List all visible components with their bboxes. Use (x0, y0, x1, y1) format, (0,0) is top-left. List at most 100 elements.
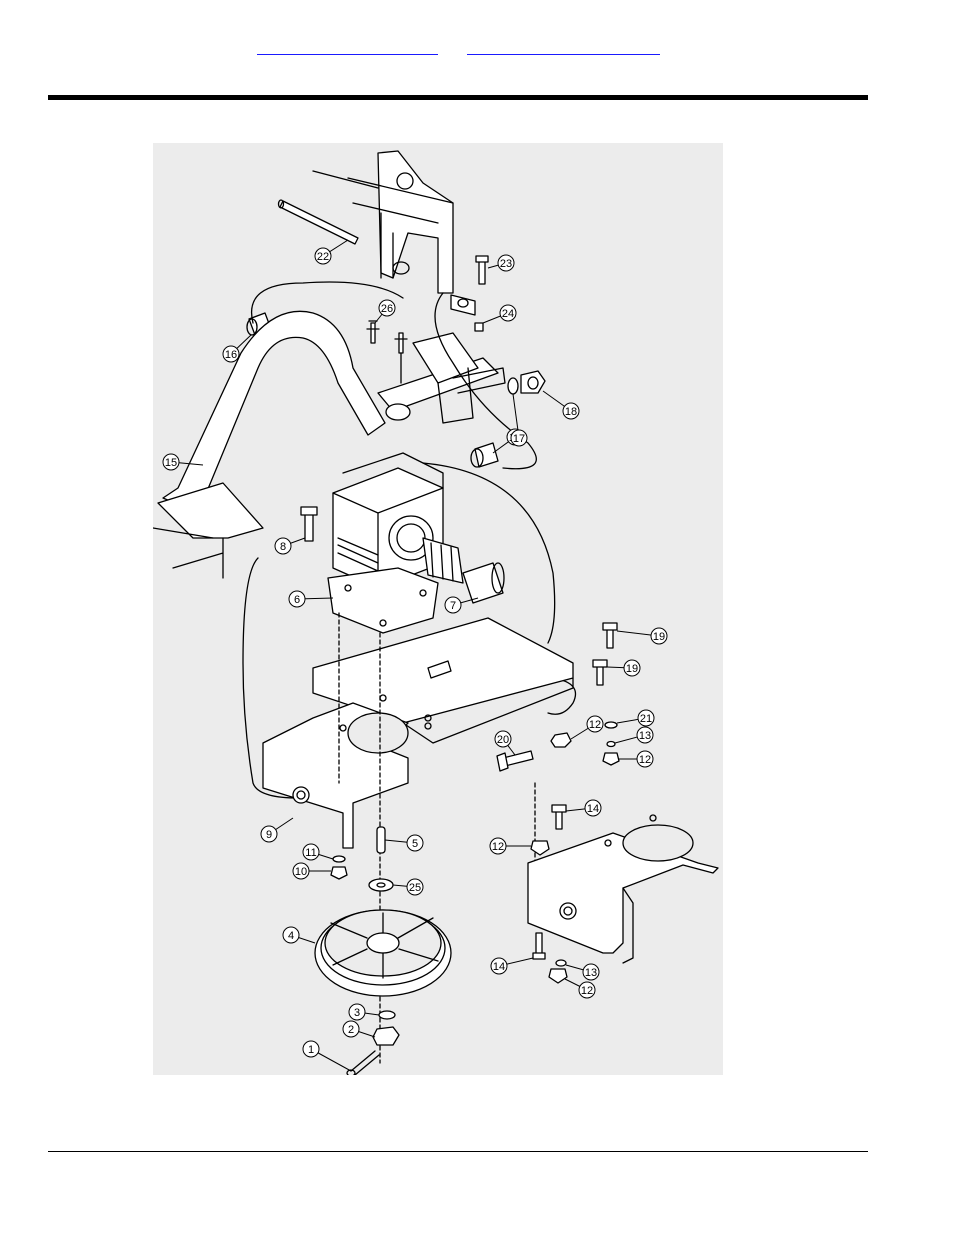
callout-balloon (302, 1040, 320, 1058)
washer-part-3 (378, 1010, 396, 1020)
callout-balloon (650, 627, 668, 645)
header-link-1[interactable] (257, 38, 438, 55)
callout-balloon (636, 750, 654, 768)
callout-balloon (497, 254, 515, 272)
header-links (0, 38, 954, 58)
alternate-bracket (527, 814, 719, 964)
callout-c4: 4 (282, 926, 316, 944)
callout-number: 14 (493, 961, 505, 973)
callout-balloon (636, 726, 654, 744)
callout-c2: 2 (342, 1020, 376, 1038)
callout-balloon (582, 963, 600, 981)
nut-part-10 (330, 866, 348, 880)
shield-part-7 (462, 562, 505, 604)
callout-number: 25 (409, 882, 421, 894)
callout-balloon (489, 837, 507, 855)
callout-balloon (510, 429, 528, 447)
callout-balloon (578, 981, 596, 999)
cotter-pin-part-1 (346, 1050, 380, 1075)
bolt-part-14-lower (532, 932, 546, 960)
callout-c25: 25 (392, 878, 424, 896)
callout-number: 13 (585, 967, 597, 979)
callout-number: 7 (450, 600, 456, 612)
callout-number: 18 (565, 406, 577, 418)
callout-number: 19 (626, 663, 638, 675)
callout-c21: 21 (616, 709, 655, 727)
callout-number: 11 (305, 847, 316, 859)
callout-c15: 15 (162, 453, 204, 471)
hitch-frame (312, 150, 454, 294)
bracket-part-9 (262, 702, 432, 849)
top-divider (48, 95, 868, 100)
header-link-2[interactable] (467, 38, 660, 55)
tab-part-24 (450, 294, 484, 332)
callout-balloon (302, 843, 320, 861)
callout-balloon (378, 299, 396, 317)
callout-number: 21 (640, 713, 652, 725)
callout-number: 1 (308, 1044, 314, 1056)
callout-number: 12 (581, 985, 593, 997)
callout-c19a: 19 (616, 627, 668, 645)
washer-part-11 (332, 855, 346, 863)
callout-balloon (314, 247, 332, 265)
pulley-part-4 (314, 909, 452, 997)
callout-balloon (623, 659, 641, 677)
bolt-part-23 (475, 255, 489, 285)
lockwasher-part-13-a (606, 740, 616, 748)
callout-number: 3 (354, 1007, 360, 1019)
callout-balloon (490, 957, 508, 975)
callout-balloon (222, 345, 240, 363)
callout-c9: 9 (260, 817, 294, 843)
callout-number: 6 (294, 594, 300, 606)
mounting-plate-upper (312, 617, 574, 744)
callout-number: 12 (589, 719, 601, 731)
callout-c12c: 12 (489, 837, 531, 855)
callout-c20: 20 (494, 730, 516, 756)
callout-balloon (444, 596, 462, 614)
callout-balloon (406, 834, 424, 852)
callout-number: 17 (513, 433, 525, 445)
washer-part-21 (604, 721, 618, 729)
callout-balloon (562, 402, 580, 420)
callout-c26: 26 (374, 299, 396, 324)
callout-number: 12 (492, 841, 504, 853)
bushing-part-16-lower (470, 442, 499, 468)
gearbox-shaft (422, 537, 464, 584)
nut-part-12-d (548, 968, 568, 984)
callout-c24: 24 (482, 304, 517, 324)
callout-c12b: 12 (619, 750, 654, 768)
callout-c12d: 12 (564, 978, 596, 999)
callout-number: 4 (288, 930, 294, 942)
bolt-part-20 (496, 750, 534, 772)
callout-c5: 5 (384, 834, 424, 852)
callout-c6: 6 (288, 590, 334, 608)
nut-part-12-c (530, 840, 550, 856)
key-part-5 (376, 826, 386, 854)
callout-balloon (637, 709, 655, 727)
callout-number: 13 (639, 730, 651, 742)
callout-number: 9 (266, 829, 272, 841)
callout-number: 8 (280, 541, 286, 553)
pin-part-22 (277, 199, 359, 245)
lockwasher-part-13-b (555, 959, 567, 967)
exploded-parts-diagram: 1234567891011121212121313141415161617181… (153, 143, 723, 1075)
callout-number: 22 (317, 251, 329, 263)
callout-c23: 23 (487, 254, 515, 272)
nut-part-18 (520, 370, 546, 394)
callout-balloon (499, 304, 517, 322)
callout-balloon (162, 453, 180, 471)
pivot-tube-assembly (377, 332, 506, 424)
callout-number: 16 (225, 349, 237, 361)
callout-balloon (494, 730, 512, 748)
callout-c8: 8 (274, 537, 306, 555)
bottom-divider (48, 1151, 868, 1152)
callout-number: 15 (165, 457, 177, 469)
nut-part-12-a (550, 732, 572, 748)
callout-c17: 17 (510, 393, 528, 447)
callout-balloon (260, 825, 278, 843)
callout-number: 26 (381, 303, 393, 315)
callout-number: 19 (653, 631, 665, 643)
bolt-part-8 (300, 506, 318, 542)
callout-c7: 7 (444, 596, 479, 614)
callout-c19b: 19 (606, 659, 641, 677)
